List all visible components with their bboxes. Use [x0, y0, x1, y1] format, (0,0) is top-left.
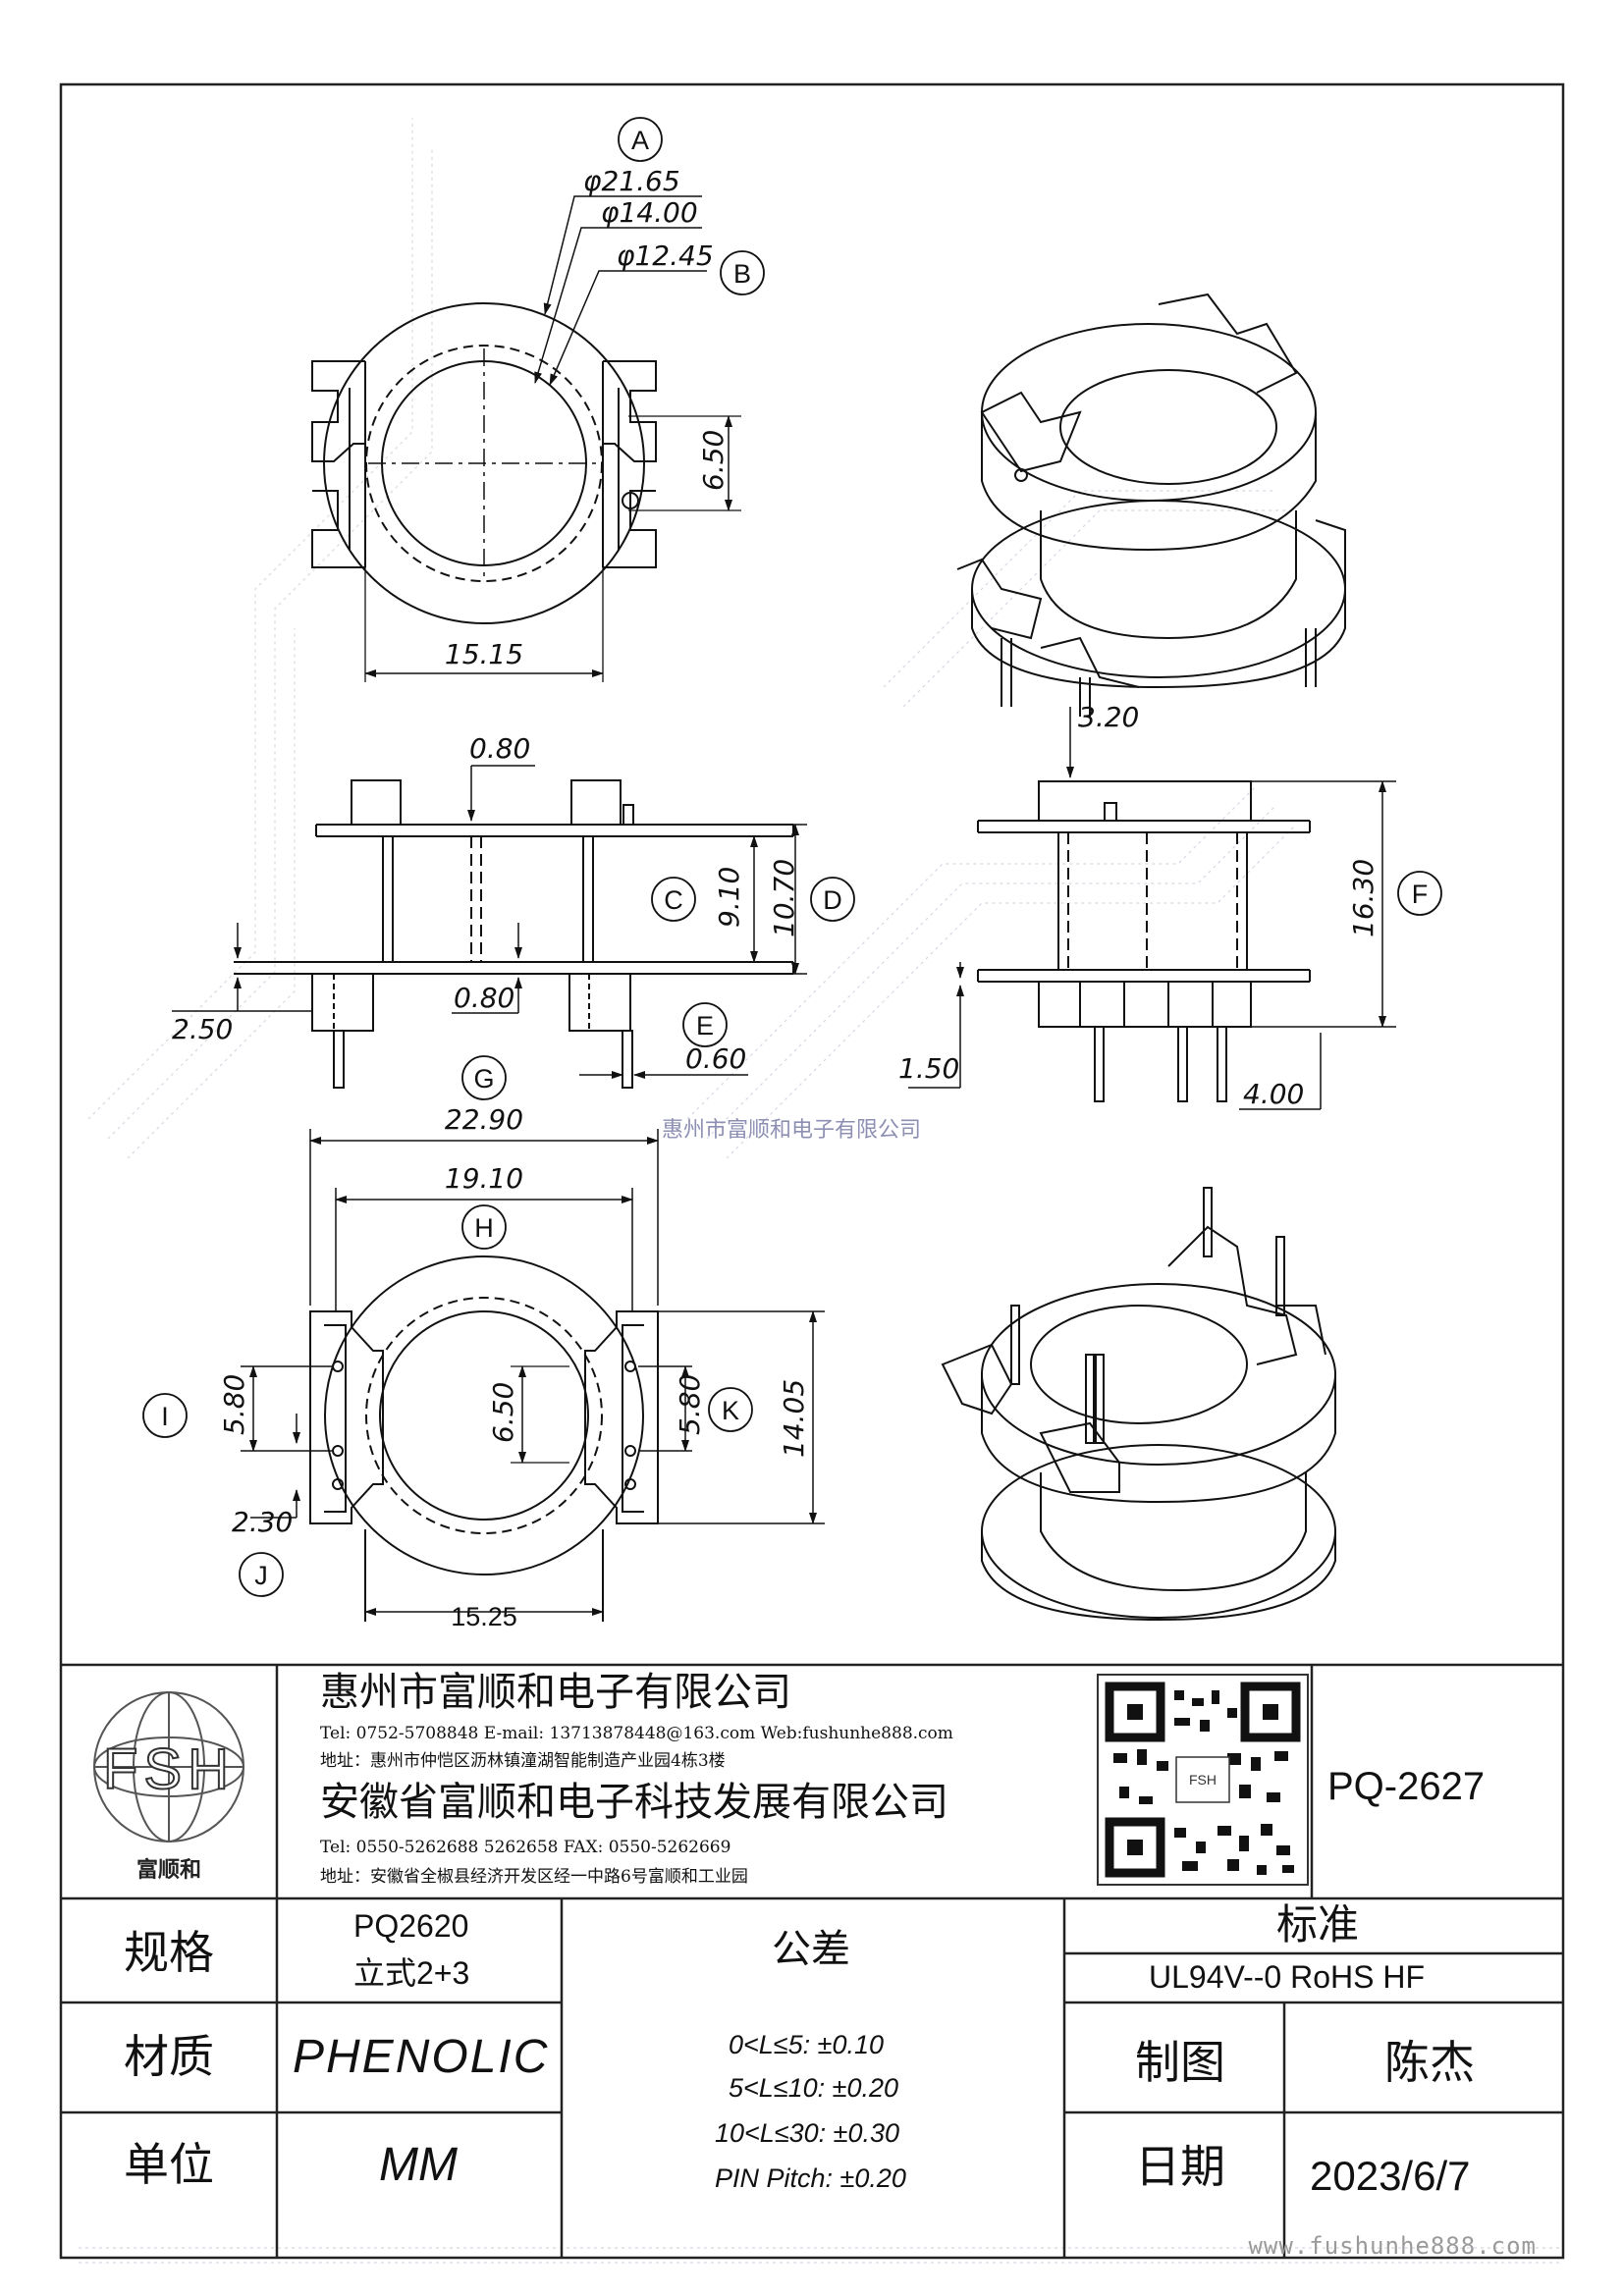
callout-d: D	[823, 885, 842, 915]
callout-f: F	[1412, 880, 1429, 909]
drawn-value: 陈杰	[1384, 2037, 1475, 2088]
company2-name: 安徽省富顺和电子科技发展有限公司	[320, 1780, 948, 1825]
tolerance-line-2: 5<L≤10: ±0.20	[729, 2073, 899, 2103]
unit-label: 单位	[124, 2139, 214, 2190]
dim-top-d2: φ14.00	[601, 196, 698, 229]
callout-c: C	[664, 885, 683, 915]
callout-i: I	[161, 1402, 169, 1431]
isometric-view-top	[956, 293, 1346, 717]
tolerance-line-1: 0<L≤5: ±0.10	[729, 2030, 885, 2059]
dim-side-top-flange: 0.80	[469, 732, 530, 765]
dim-bot-center: 6.50	[487, 1382, 519, 1443]
callout-b: B	[733, 259, 751, 289]
side-view-dimensions	[908, 707, 1396, 1110]
dim-side-c: 9.10	[713, 867, 745, 928]
part-number: PQ-2627	[1327, 1765, 1486, 1808]
company1-name: 惠州市富顺和电子有限公司	[320, 1670, 791, 1715]
date-value: 2023/6/7	[1310, 2153, 1471, 2199]
callout-f-circle	[1397, 871, 1442, 916]
dim-top-d3: φ12.45	[617, 240, 714, 272]
dim-top-w: 15.15	[445, 638, 523, 670]
spec-label: 规格	[124, 1927, 214, 1978]
callout-g: G	[473, 1064, 494, 1094]
callout-i-circle	[142, 1393, 188, 1438]
dim-side-pin-dia: 0.60	[685, 1042, 746, 1075]
callout-h: H	[474, 1213, 494, 1243]
spec-value-2: 立式2+3	[353, 1955, 470, 1991]
background-traces	[79, 118, 1561, 2264]
callout-b-circle	[720, 250, 765, 295]
company1-address: 地址：惠州市仲恺区沥林镇潼湖智能制造产业园4栋3楼	[320, 1751, 726, 1771]
dim-right-f: 16.30	[1347, 859, 1380, 937]
dim-right-pin: 4.00	[1243, 1078, 1304, 1110]
tolerance-label: 公差	[772, 1928, 850, 1971]
dim-right-top: 3.20	[1078, 701, 1139, 733]
site-watermark: www.fushunhe888.com	[1248, 2232, 1537, 2260]
tolerance-line-4: PIN Pitch: ±0.20	[715, 2163, 906, 2193]
dim-bot-j: 2.30	[232, 1506, 293, 1538]
company1-contact: Tel: 0752-5708848 E-mail: 13713878448@16…	[320, 1724, 953, 1743]
drawn-label: 制图	[1135, 2037, 1225, 2088]
date-label: 日期	[1135, 2141, 1225, 2192]
top-view-dimensions	[364, 195, 732, 677]
callout-j-circle	[239, 1552, 284, 1597]
dim-bot-i: 5.80	[218, 1374, 250, 1435]
top-view	[311, 302, 741, 682]
callout-c-circle	[651, 877, 696, 922]
dim-right-step: 1.50	[898, 1052, 959, 1085]
dim-side-pin-len: 2.50	[172, 1013, 233, 1045]
logo-letters: FSH	[103, 1737, 235, 1801]
tolerance-line-3: 10<L≤30: ±0.30	[715, 2118, 900, 2148]
callout-h-circle	[461, 1204, 507, 1250]
dim-bot-h: 19.10	[445, 1162, 523, 1195]
material-value: PHENOLIC	[293, 2031, 550, 2083]
qr-code: FSH	[1097, 1674, 1309, 1886]
standard-value: UL94V--0 RoHS HF	[1149, 1959, 1425, 1995]
dim-top-d1: φ21.65	[583, 165, 680, 197]
front-view-dimensions	[172, 765, 807, 1079]
callout-e-circle	[682, 1002, 728, 1047]
callout-g-circle	[461, 1055, 507, 1100]
callout-k: K	[722, 1396, 739, 1425]
company-logo	[93, 1691, 244, 1842]
standard-label: 标准	[1276, 1901, 1360, 1948]
dim-bot-w: 15.25	[451, 1602, 517, 1631]
material-label: 材质	[124, 2031, 214, 2082]
dim-bot-height: 14.05	[778, 1379, 810, 1458]
company2-contact: Tel: 0550-5262688 5262658 FAX: 0550-5262…	[320, 1838, 731, 1857]
dim-bot-k: 5.80	[674, 1374, 706, 1435]
company2-address: 地址：安徽省全椒县经济开发区经一中路6号富顺和工业园	[320, 1867, 748, 1887]
logo-caption: 富顺和	[136, 1857, 201, 1883]
dim-bot-g: 22.90	[445, 1103, 523, 1136]
isometric-view-bottom	[941, 1187, 1336, 1622]
callout-k-circle	[708, 1387, 753, 1432]
watermark-text: 惠州市富顺和电子有限公司	[662, 1118, 921, 1143]
dim-top-h: 6.50	[697, 430, 730, 491]
callout-d-circle	[810, 877, 855, 922]
callout-a-circle	[618, 117, 663, 162]
drawing-border	[59, 82, 1565, 2260]
bottom-view-dimensions	[241, 1129, 825, 1616]
dim-side-bottom-flange: 0.80	[454, 982, 514, 1014]
spec-value-1: PQ2620	[353, 1908, 469, 1944]
dim-side-d: 10.70	[768, 859, 800, 937]
bottom-view	[309, 1255, 659, 1622]
callout-j: J	[254, 1561, 268, 1590]
callout-e: E	[696, 1011, 714, 1041]
unit-value: MM	[379, 2139, 458, 2191]
title-block-grid	[61, 1663, 1563, 2258]
callout-a: A	[631, 126, 649, 155]
front-view	[234, 779, 794, 1089]
svg-text:FSH: FSH	[1189, 1772, 1217, 1788]
side-view	[977, 780, 1311, 1102]
